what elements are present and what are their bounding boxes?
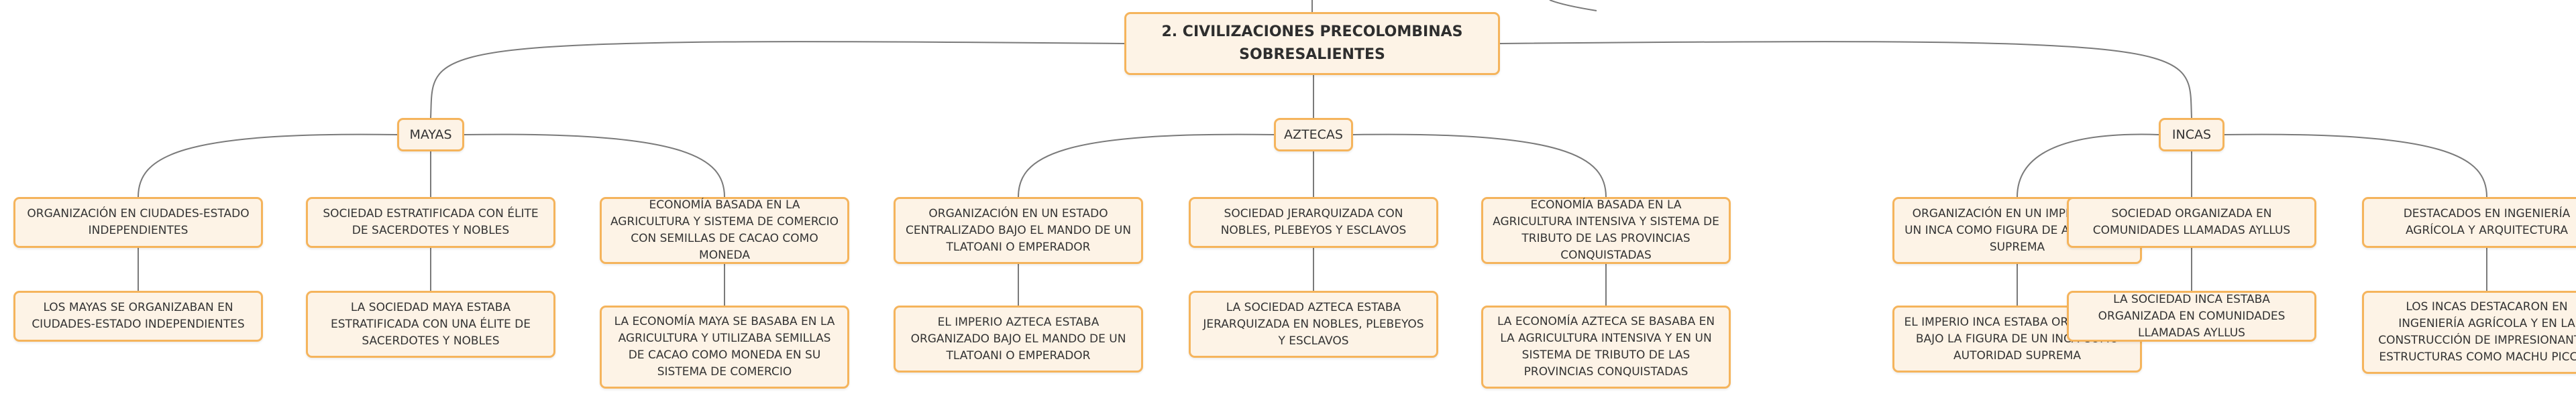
- connector-mayas-topic-1: [138, 133, 398, 198]
- topic-node-aztecas-1-label: ORGANIZACIÓN EN UN ESTADO CENTRALIZADO B…: [905, 206, 1132, 254]
- topic-node-mayas-3[interactable]: ECONOMÍA BASADA EN LA AGRICULTURA Y SIST…: [600, 197, 849, 264]
- topic-node-aztecas-2[interactable]: SOCIEDAD JERARQUIZADA CON NOBLES, PLEBEY…: [1189, 197, 1438, 248]
- branch-node-aztecas[interactable]: AZTECAS: [1274, 118, 1353, 151]
- connector-root-right-stub: [1549, 0, 1597, 11]
- topic-node-aztecas-3-label: ECONOMÍA BASADA EN LA AGRICULTURA INTENS…: [1493, 198, 1719, 262]
- connector-mayas-topic-3: [464, 133, 725, 198]
- detail-node-aztecas-2[interactable]: LA SOCIEDAD AZTECA ESTABA JERARQUIZADA E…: [1189, 291, 1438, 358]
- detail-node-mayas-2[interactable]: LA SOCIEDAD MAYA ESTABA ESTRATIFICADA CO…: [306, 291, 555, 358]
- topic-node-incas-2[interactable]: SOCIEDAD ORGANIZADA EN COMUNIDADES LLAMA…: [2067, 197, 2316, 248]
- detail-node-mayas-1-label: LOS MAYAS SE ORGANIZABAN EN CIUDADES-EST…: [32, 301, 245, 331]
- topic-node-incas-3[interactable]: DESTACADOS EN INGENIERÍA AGRÍCOLA Y ARQU…: [2362, 197, 2576, 248]
- detail-node-aztecas-1-label: EL IMPERIO AZTECA ESTABA ORGANIZADO BAJO…: [910, 315, 1126, 362]
- detail-node-mayas-1[interactable]: LOS MAYAS SE ORGANIZABAN EN CIUDADES-EST…: [13, 291, 263, 342]
- connector-aztecas-topic-1: [1018, 133, 1275, 198]
- branch-node-incas-label: INCAS: [2171, 127, 2212, 142]
- connector-incas-topic-1: [2017, 133, 2159, 198]
- detail-node-incas-2-label: LA SOCIEDAD INCA ESTABA ORGANIZADA EN CO…: [2098, 292, 2286, 340]
- detail-node-aztecas-3-label: LA ECONOMÍA AZTECA SE BASABA EN LA AGRIC…: [1497, 315, 1715, 379]
- topic-node-aztecas-3[interactable]: ECONOMÍA BASADA EN LA AGRICULTURA INTENS…: [1481, 197, 1731, 264]
- connector-incas-topic-3: [2224, 133, 2487, 198]
- topic-node-mayas-1-label: ORGANIZACIÓN EN CIUDADES-ESTADO INDEPEND…: [27, 207, 250, 237]
- topic-node-mayas-3-label: ECONOMÍA BASADA EN LA AGRICULTURA Y SIST…: [610, 198, 839, 262]
- detail-node-incas-2[interactable]: LA SOCIEDAD INCA ESTABA ORGANIZADA EN CO…: [2067, 291, 2316, 342]
- connector-root-incas: [1499, 41, 2192, 119]
- branch-node-mayas-label: MAYAS: [409, 127, 452, 142]
- topic-node-incas-2-label: SOCIEDAD ORGANIZADA EN COMUNIDADES LLAMA…: [2092, 207, 2291, 237]
- detail-node-mayas-3-label: LA ECONOMÍA MAYA SE BASABA EN LA AGRICUL…: [614, 315, 835, 379]
- topic-node-aztecas-2-label: SOCIEDAD JERARQUIZADA CON NOBLES, PLEBEY…: [1220, 207, 1407, 237]
- connector-aztecas-topic-3: [1352, 133, 1607, 198]
- topic-node-aztecas-1[interactable]: ORGANIZACIÓN EN UN ESTADO CENTRALIZADO B…: [894, 197, 1143, 264]
- branch-node-mayas[interactable]: MAYAS: [397, 118, 464, 151]
- root-node-label: 2. CIVILIZACIONES PRECOLOMBINAS SOBRESAL…: [1161, 23, 1463, 63]
- topic-node-mayas-1[interactable]: ORGANIZACIÓN EN CIUDADES-ESTADO INDEPEND…: [13, 197, 263, 248]
- topic-node-incas-3-label: DESTACADOS EN INGENIERÍA AGRÍCOLA Y ARQU…: [2403, 207, 2571, 237]
- branch-node-incas[interactable]: INCAS: [2159, 118, 2224, 151]
- detail-node-aztecas-2-label: LA SOCIEDAD AZTECA ESTABA JERARQUIZADA E…: [1203, 300, 1424, 348]
- detail-node-aztecas-3[interactable]: LA ECONOMÍA AZTECA SE BASABA EN LA AGRIC…: [1481, 306, 1731, 389]
- detail-node-incas-3-label: LOS INCAS DESTACARON EN INGENIERÍA AGRÍC…: [2378, 300, 2576, 364]
- topic-node-mayas-2-label: SOCIEDAD ESTRATIFICADA CON ÉLITE DE SACE…: [323, 207, 539, 237]
- topic-node-mayas-2[interactable]: SOCIEDAD ESTRATIFICADA CON ÉLITE DE SACE…: [306, 197, 555, 248]
- detail-node-mayas-2-label: LA SOCIEDAD MAYA ESTABA ESTRATIFICADA CO…: [330, 300, 531, 348]
- connector-root-mayas: [430, 41, 1125, 119]
- branch-node-aztecas-label: AZTECAS: [1284, 127, 1343, 142]
- root-node[interactable]: 2. CIVILIZACIONES PRECOLOMBINAS SOBRESAL…: [1124, 12, 1500, 75]
- detail-node-incas-3[interactable]: LOS INCAS DESTACARON EN INGENIERÍA AGRÍC…: [2362, 291, 2576, 374]
- detail-node-mayas-3[interactable]: LA ECONOMÍA MAYA SE BASABA EN LA AGRICUL…: [600, 306, 849, 389]
- detail-node-aztecas-1[interactable]: EL IMPERIO AZTECA ESTABA ORGANIZADO BAJO…: [894, 306, 1143, 373]
